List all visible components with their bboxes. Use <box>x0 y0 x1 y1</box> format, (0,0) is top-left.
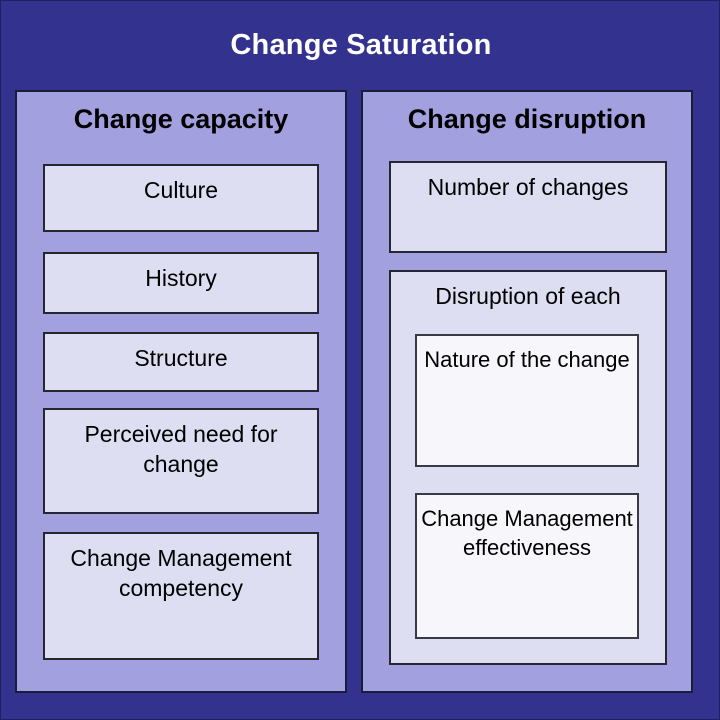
box-nature-of-the-change: Nature of the change <box>415 334 639 467</box>
diagram-title: Change Saturation <box>230 29 492 61</box>
box-history: History <box>43 252 319 314</box>
box-disruption-of-each: Disruption of each Nature of the change … <box>389 270 667 665</box>
column-change-capacity: Change capacity Culture History Structur… <box>15 90 347 693</box>
box-change-management-effectiveness: Change Management effectiveness <box>415 493 639 639</box>
box-perceived-need-for-change: Perceived need for change <box>43 408 319 514</box>
column-header-change-capacity: Change capacity <box>73 104 289 134</box>
column-change-disruption: Change disruption Number of changes Disr… <box>361 90 693 693</box>
box-disruption-of-each-label: Disruption of each <box>435 283 621 309</box>
column-header-change-disruption: Change disruption <box>407 104 647 134</box>
box-structure: Structure <box>43 332 319 392</box>
box-number-of-changes: Number of changes <box>389 161 667 253</box>
box-change-management-competency: Change Management competency <box>43 532 319 660</box>
box-culture: Culture <box>43 164 319 232</box>
